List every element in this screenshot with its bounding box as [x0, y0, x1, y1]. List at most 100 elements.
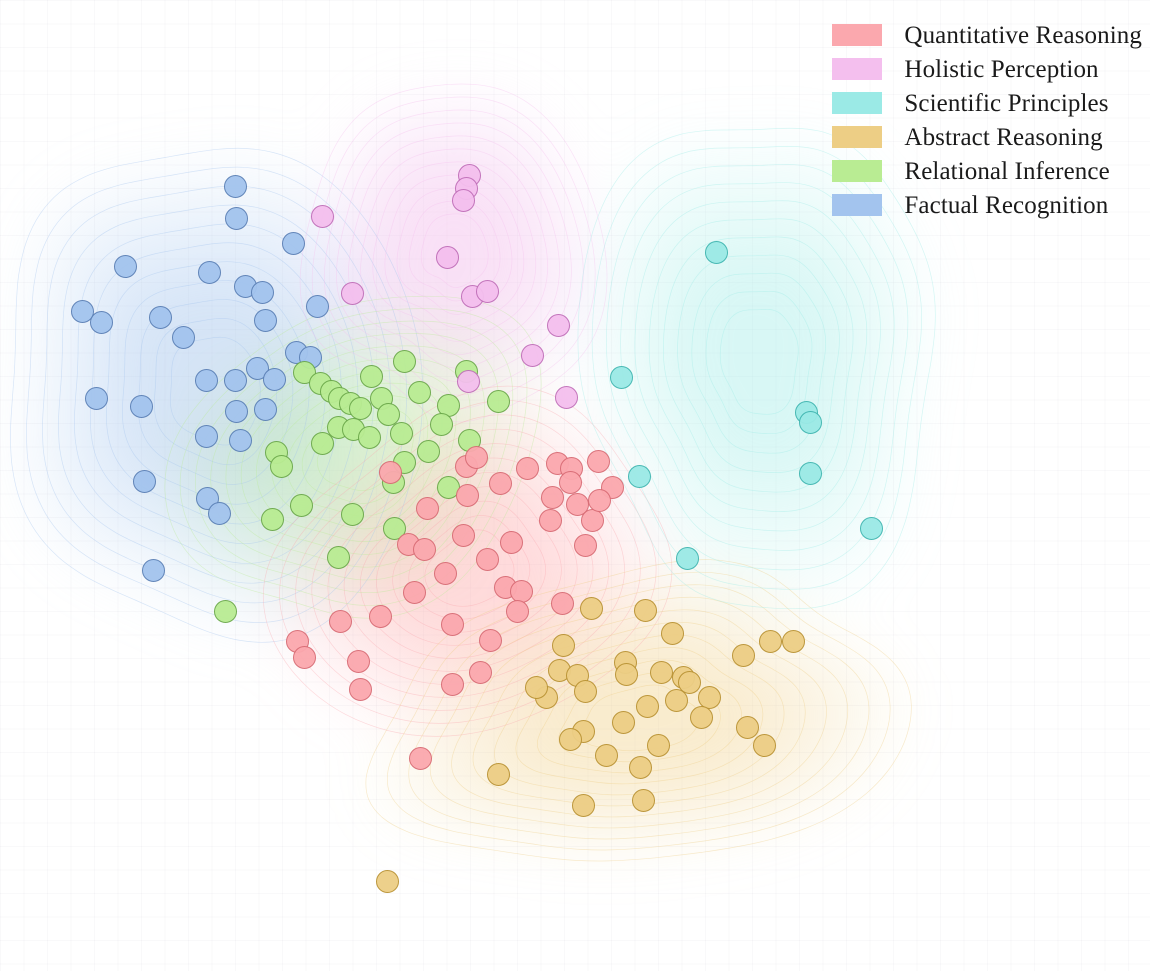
scatter-point	[228, 428, 252, 452]
scatter-point	[89, 310, 113, 334]
legend-item-abstract_reasoning[interactable]: Abstract Reasoning	[832, 120, 1142, 154]
scatter-point	[435, 245, 459, 269]
scatter-point	[798, 461, 822, 485]
scatter-point	[478, 628, 502, 652]
scatter-point	[359, 364, 383, 388]
scatter-point	[129, 394, 153, 418]
scatter-point	[392, 349, 416, 373]
scatter-point	[223, 174, 247, 198]
scatter-point	[357, 425, 381, 449]
scatter-point	[505, 599, 529, 623]
scatter-point	[649, 660, 673, 684]
scatter-point	[289, 493, 313, 517]
contour-lines-scientific_principles	[577, 127, 936, 610]
scatter-point	[402, 580, 426, 604]
scatter-point	[735, 715, 759, 739]
scatter-point	[758, 629, 782, 653]
scatter-point	[245, 356, 269, 380]
scatter-point	[305, 294, 329, 318]
scatter-point	[171, 325, 195, 349]
scatter-point	[538, 508, 562, 532]
scatter-point	[368, 604, 392, 628]
scatter-point	[113, 254, 137, 278]
scatter-point	[310, 431, 334, 455]
scatter-point	[675, 546, 699, 570]
legend-swatch-quantitative_reasoning	[832, 24, 883, 46]
scatter-point	[412, 537, 436, 561]
scatter-point	[540, 485, 564, 509]
scatter-point	[194, 424, 218, 448]
scatter-point	[260, 507, 284, 531]
scatter-point	[348, 396, 372, 420]
scatter-point	[84, 386, 108, 410]
scatter-point	[580, 508, 604, 532]
legend-item-holistic_perception[interactable]: Holistic Perception	[832, 52, 1142, 86]
legend-swatch-factual_recognition	[832, 194, 883, 216]
scatter-point	[213, 599, 237, 623]
scatter-point	[781, 629, 805, 653]
scatter-point	[132, 469, 156, 493]
scatter-point	[486, 762, 510, 786]
scatter-point	[440, 672, 464, 696]
scatter-point	[475, 547, 499, 571]
scatter-point	[194, 368, 218, 392]
scatter-point	[340, 281, 364, 305]
legend-label-relational_inference: Relational Inference	[904, 157, 1110, 185]
legend-label-factual_recognition: Factual Recognition	[904, 191, 1109, 219]
scatter-point	[551, 633, 575, 657]
scatter-point	[587, 488, 611, 512]
scatter-point	[281, 231, 305, 255]
scatter-point	[451, 523, 475, 547]
scatter-point	[292, 645, 316, 669]
scatter-point	[609, 365, 633, 389]
scatter-point	[633, 598, 657, 622]
scatter-point	[70, 299, 94, 323]
legend-item-quantitative_reasoning[interactable]: Quantitative Reasoning	[832, 18, 1142, 52]
scatter-point	[464, 445, 488, 469]
scatter-point	[550, 591, 574, 615]
scatter-point	[631, 788, 655, 812]
scatter-point	[558, 470, 582, 494]
scatter-point	[456, 369, 480, 393]
legend-item-scientific_principles[interactable]: Scientific Principles	[832, 86, 1142, 120]
scatter-point	[451, 188, 475, 212]
scatter-point	[468, 660, 492, 684]
scatter-point	[571, 793, 595, 817]
scatter-point	[382, 516, 406, 540]
scatter-point	[326, 545, 350, 569]
scatter-point	[328, 609, 352, 633]
scatter-point	[262, 367, 286, 391]
contour-lines-abstract_reasoning	[365, 559, 912, 862]
legend-swatch-holistic_perception	[832, 58, 883, 80]
scatter-point	[148, 305, 172, 329]
scatter-point	[141, 558, 165, 582]
scatter-point	[646, 733, 670, 757]
scatter-point	[635, 694, 659, 718]
scatter-point	[475, 279, 499, 303]
legend-label-abstract_reasoning: Abstract Reasoning	[904, 123, 1103, 151]
scatter-point	[378, 460, 402, 484]
scatter-point	[798, 410, 822, 434]
scatter-point	[269, 454, 293, 478]
scatter-point	[660, 621, 684, 645]
scatter-point	[509, 579, 533, 603]
scatter-point	[614, 662, 638, 686]
scatter-point	[515, 456, 539, 480]
legend-item-relational_inference[interactable]: Relational Inference	[832, 154, 1142, 188]
scatter-point	[389, 421, 413, 445]
legend-swatch-abstract_reasoning	[832, 126, 883, 148]
scatter-point	[752, 733, 776, 757]
scatter-point	[207, 501, 231, 525]
scatter-point	[416, 439, 440, 463]
scatter-point	[579, 596, 603, 620]
scatter-point	[586, 449, 610, 473]
scatter-point	[628, 755, 652, 779]
legend-label-scientific_principles: Scientific Principles	[904, 89, 1109, 117]
scatter-point	[224, 399, 248, 423]
legend-swatch-relational_inference	[832, 160, 883, 182]
legend-item-factual_recognition[interactable]: Factual Recognition	[832, 188, 1142, 222]
scatter-point	[554, 385, 578, 409]
legend-label-quantitative_reasoning: Quantitative Reasoning	[904, 21, 1142, 49]
